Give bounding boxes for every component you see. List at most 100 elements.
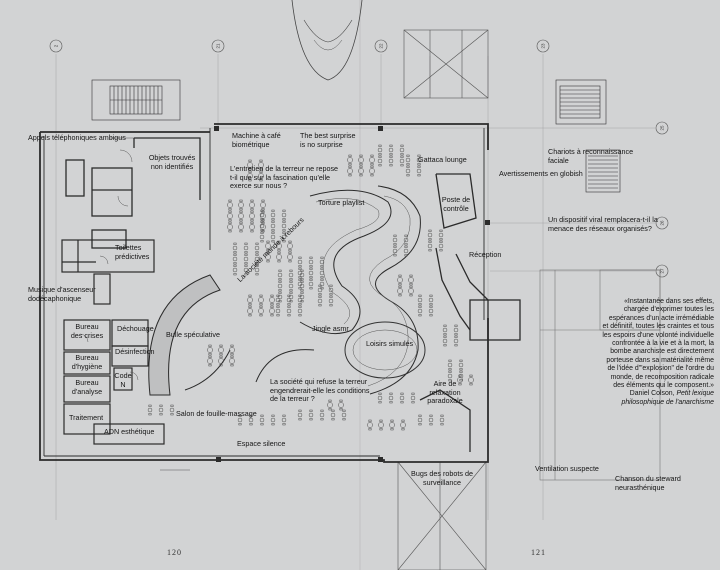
chair — [469, 383, 473, 386]
chair — [266, 251, 270, 254]
chair — [298, 294, 302, 297]
table — [308, 259, 314, 265]
table — [254, 256, 260, 262]
table — [270, 223, 276, 229]
chair — [398, 285, 402, 288]
chair — [320, 276, 324, 279]
central-curve-wall — [299, 189, 392, 335]
table — [358, 168, 364, 174]
chair — [260, 220, 264, 223]
chair — [278, 278, 282, 281]
chair — [260, 414, 264, 417]
table — [400, 422, 406, 428]
chair — [244, 273, 248, 276]
chair — [255, 251, 259, 254]
chair — [255, 242, 259, 245]
chair — [300, 291, 304, 294]
table — [277, 283, 283, 289]
table — [218, 347, 224, 353]
chair — [417, 174, 421, 177]
table — [392, 237, 398, 243]
table — [288, 294, 294, 300]
table — [438, 243, 444, 249]
table — [247, 173, 253, 179]
label-reception: Réception — [469, 250, 502, 259]
chair — [417, 163, 421, 166]
table — [260, 224, 266, 230]
chair — [239, 219, 243, 222]
grid-bubble-21: 21 — [211, 39, 225, 53]
right-outer-walls — [539, 269, 661, 481]
table — [405, 168, 411, 174]
chair — [378, 153, 382, 156]
chair — [298, 409, 302, 412]
table — [317, 298, 323, 304]
chair — [282, 229, 286, 232]
table — [258, 162, 264, 168]
chair — [309, 409, 313, 412]
chair — [230, 344, 234, 347]
table — [377, 158, 383, 164]
chair — [230, 353, 234, 356]
chair — [277, 249, 281, 252]
chair — [378, 144, 382, 147]
page-number-left: 120 — [167, 548, 182, 557]
table — [258, 297, 264, 303]
table — [367, 422, 373, 428]
s-curve-wall — [369, 185, 421, 395]
chair — [238, 423, 242, 426]
table — [397, 277, 403, 283]
chair — [298, 303, 302, 306]
label-chanson: Chanson du steward neurasthénique — [615, 474, 681, 492]
table — [232, 267, 238, 273]
chair — [271, 414, 275, 417]
chair — [406, 154, 410, 157]
chair — [370, 165, 374, 168]
chair — [288, 249, 292, 252]
chair — [170, 413, 174, 416]
table — [265, 254, 271, 260]
chair — [282, 220, 286, 223]
chair — [255, 262, 259, 265]
svg-text:26: 26 — [660, 220, 665, 226]
table — [232, 256, 238, 262]
chair — [239, 221, 243, 224]
chair — [342, 418, 346, 421]
table — [319, 412, 325, 418]
chair — [230, 355, 234, 358]
svg-text:21: 21 — [216, 43, 221, 49]
chair — [282, 423, 286, 426]
chair — [260, 218, 264, 221]
inner-wall-lines — [43, 128, 485, 457]
table — [427, 243, 433, 249]
table — [259, 234, 265, 240]
chair — [406, 174, 410, 177]
label-best-surprise: The best surprise is no surprise — [300, 131, 356, 149]
table — [328, 287, 334, 293]
label-dispositif: Un dispositif viral remplacera-t-il la m… — [548, 215, 658, 233]
table — [238, 213, 244, 219]
chair — [328, 408, 332, 411]
chair — [409, 285, 413, 288]
label-machine-cafe: Machine à café biométrique — [232, 131, 281, 149]
table — [457, 377, 463, 383]
table — [259, 417, 265, 423]
chair — [454, 335, 458, 338]
table — [399, 147, 405, 153]
chair — [233, 273, 237, 276]
chair — [248, 179, 252, 182]
chair — [389, 153, 393, 156]
chair — [429, 423, 433, 426]
svg-text:23: 23 — [541, 43, 546, 49]
label-toilettes: Toilettes prédictives — [115, 243, 150, 261]
chair — [298, 267, 302, 270]
chair — [389, 401, 393, 404]
room-toilettes — [61, 239, 155, 305]
label-adn: ADN esthétique — [104, 427, 155, 436]
table — [207, 358, 213, 364]
chair — [278, 280, 282, 283]
table — [388, 147, 394, 153]
chair — [428, 238, 432, 241]
chair — [208, 364, 212, 367]
grid-bubble-27: 27 — [655, 264, 669, 278]
